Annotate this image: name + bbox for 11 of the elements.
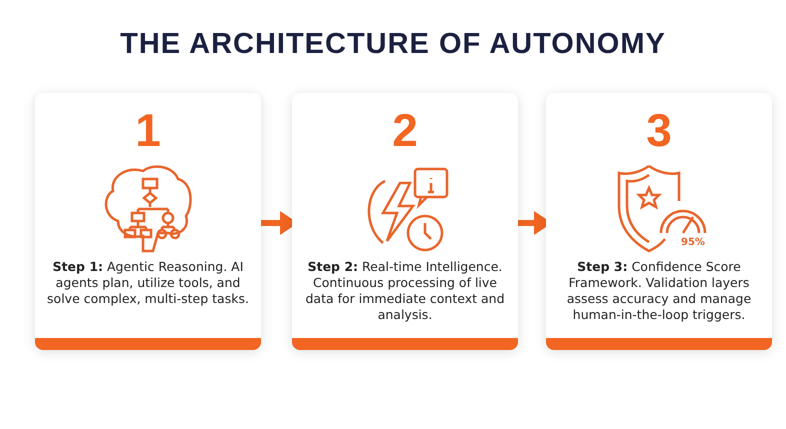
step-number: 2 [391,105,419,155]
title: THE ARCHITECTURE OF AUTONOMY [119,28,667,61]
step-description: Step 2: Real-time Intelligence. Continuous processing of live data for immediate context and analysis. [304,259,506,323]
step-card [35,93,261,350]
step-description: Step 3: Confidence Score Framework. Validation layers assess accuracy and manage human-in-the-loop triggers. [566,259,752,323]
gauge-percentage: 95% [681,237,705,248]
step-number: 1 [134,105,162,155]
step-card [292,93,518,350]
step-number: 3 [645,105,673,155]
step-card [546,93,772,350]
step-description: Step 1: Agentic Reasoning. AI agents plan, utilize tools, and solve complex, multi-step tasks. [46,259,250,307]
